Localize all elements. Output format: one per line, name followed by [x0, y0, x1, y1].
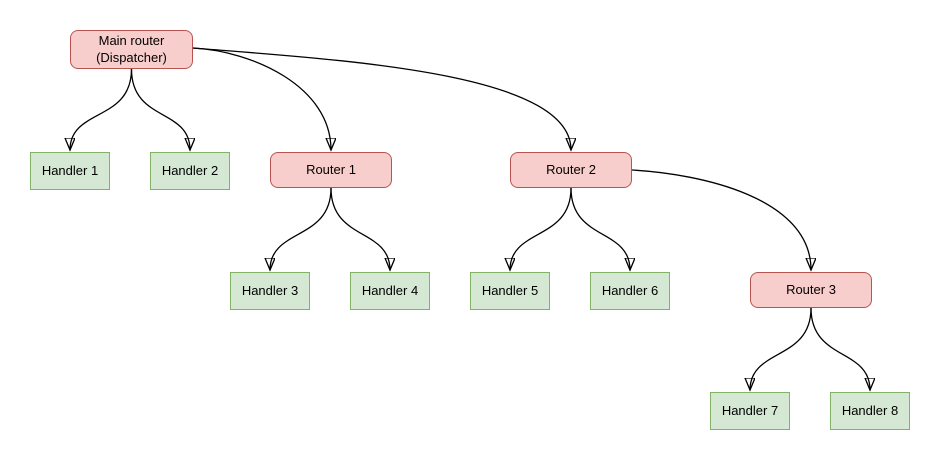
- node-router-2: Router 2: [510, 152, 632, 188]
- node-handler-1: Handler 1: [30, 152, 110, 190]
- edge-main-to-router2: [192, 47, 571, 150]
- node-handler-7-label: Handler 7: [721, 402, 779, 418]
- edge-main-to-handler1: [70, 68, 133, 150]
- node-handler-8-label: Handler 8: [841, 402, 899, 418]
- edge-router1-to-handler4: [330, 187, 390, 270]
- node-handler-8: Handler 8: [830, 392, 910, 430]
- node-router-1: Router 1: [270, 152, 392, 188]
- edge-router1-to-handler3: [270, 187, 332, 270]
- node-handler-1-label: Handler 1: [41, 162, 99, 178]
- node-router-3: Router 3: [750, 272, 872, 308]
- node-handler-3-label: Handler 3: [241, 282, 299, 298]
- edge-router2-to-handler6: [570, 187, 630, 270]
- node-handler-3: Handler 3: [230, 272, 310, 310]
- node-handler-2: Handler 2: [150, 152, 230, 190]
- edge-router2-to-handler5: [510, 187, 572, 270]
- node-handler-7: Handler 7: [710, 392, 790, 430]
- node-handler-6: Handler 6: [590, 272, 670, 310]
- edge-main-to-router1: [192, 47, 331, 150]
- node-handler-2-label: Handler 2: [161, 162, 219, 178]
- node-handler-5-label: Handler 5: [481, 282, 539, 298]
- edge-main-to-handler2: [130, 68, 191, 150]
- node-handler-6-label: Handler 6: [601, 282, 659, 298]
- node-router-1-label: Router 1: [306, 161, 356, 177]
- node-router-3-label: Router 3: [786, 281, 836, 297]
- node-handler-5: Handler 5: [470, 272, 550, 310]
- edge-router2-to-router3: [631, 169, 811, 270]
- node-router-2-label: Router 2: [546, 161, 596, 177]
- node-handler-4: Handler 4: [350, 272, 430, 310]
- edge-router3-to-handler8: [810, 307, 870, 390]
- node-main-router: Main router (Dispatcher): [70, 30, 193, 69]
- node-main-router-label: Main router (Dispatcher): [96, 33, 167, 65]
- node-handler-4-label: Handler 4: [361, 282, 419, 298]
- edge-router3-to-handler7: [750, 307, 812, 390]
